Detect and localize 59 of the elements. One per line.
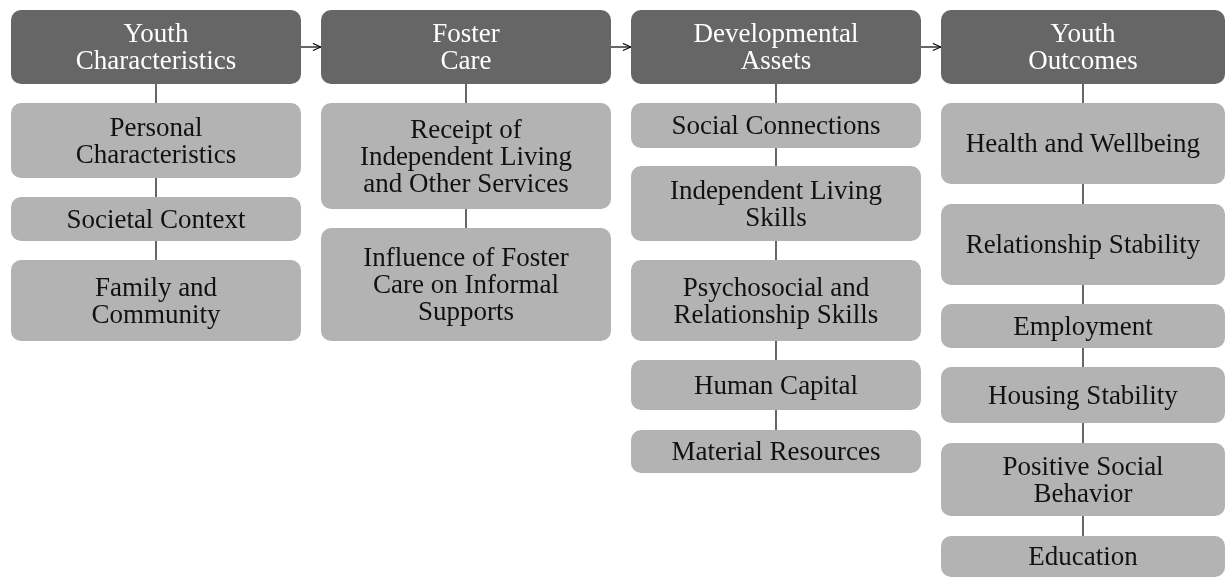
factor-box — [11, 103, 301, 178]
factor-box — [321, 103, 611, 209]
factor-label: Societal Context — [66, 205, 246, 233]
connector-line — [1082, 83, 1084, 104]
factor-label: Independent Living Skills — [668, 176, 884, 231]
factor-box — [11, 197, 301, 241]
factor-label: Human Capital — [693, 371, 859, 399]
factor-box — [941, 103, 1225, 184]
stage-header-box — [631, 10, 921, 84]
stage-title: Foster Care — [432, 20, 500, 74]
factor-box — [631, 166, 921, 241]
factor-label: Housing Stability — [988, 381, 1178, 409]
factor-box — [631, 360, 921, 410]
connector-line — [1082, 515, 1084, 537]
arrow — [610, 42, 632, 52]
factor-label: Influence of Foster Care on Informal Supports — [362, 244, 570, 325]
factor-box — [941, 204, 1225, 285]
factor-box — [11, 260, 301, 341]
stage-header-box — [321, 10, 611, 84]
factor-label: Health and Wellbeing — [965, 130, 1201, 157]
factor-box — [631, 260, 921, 341]
factor-label: Psychosocial and Relationship Skills — [672, 273, 880, 328]
arrow — [300, 42, 322, 52]
connector-line — [155, 177, 157, 198]
factor-box — [941, 304, 1225, 348]
connector-line — [1082, 284, 1084, 305]
factor-label: Receipt of Independent Living and Other Services — [358, 115, 574, 197]
stage-header-box — [941, 10, 1225, 84]
factor-box — [941, 536, 1225, 577]
connector-line — [1082, 347, 1084, 368]
factor-label: Relationship Stability — [965, 231, 1201, 258]
arrow — [920, 42, 942, 52]
factor-label: Family and Community — [90, 273, 222, 328]
factor-label: Education — [1028, 543, 1138, 570]
connector-line — [775, 340, 777, 361]
factor-label: Positive Social Behavior — [1001, 452, 1165, 507]
connector-line — [775, 147, 777, 167]
factor-box — [941, 367, 1225, 423]
connector-line — [1082, 183, 1084, 205]
factor-label: Social Connections — [671, 112, 881, 139]
connector-line — [775, 409, 777, 431]
factor-box — [631, 103, 921, 148]
connector-line — [775, 83, 777, 104]
stage-title: Developmental Assets — [693, 20, 859, 74]
connector-line — [155, 240, 157, 261]
connector-line — [775, 240, 777, 261]
factor-box — [321, 228, 611, 341]
connector-line — [465, 83, 467, 104]
connector-line — [1082, 422, 1084, 444]
stage-title: Youth Characteristics — [75, 20, 237, 74]
factor-label: Employment — [1013, 312, 1153, 340]
stage-title: Youth Outcomes — [1028, 20, 1138, 74]
factor-box — [941, 443, 1225, 516]
factor-box — [631, 430, 921, 473]
factor-label: Personal Characteristics — [74, 113, 238, 168]
connector-line — [465, 208, 467, 229]
stage-header-box — [11, 10, 301, 84]
connector-line — [155, 83, 157, 104]
factor-label: Material Resources — [671, 438, 881, 465]
